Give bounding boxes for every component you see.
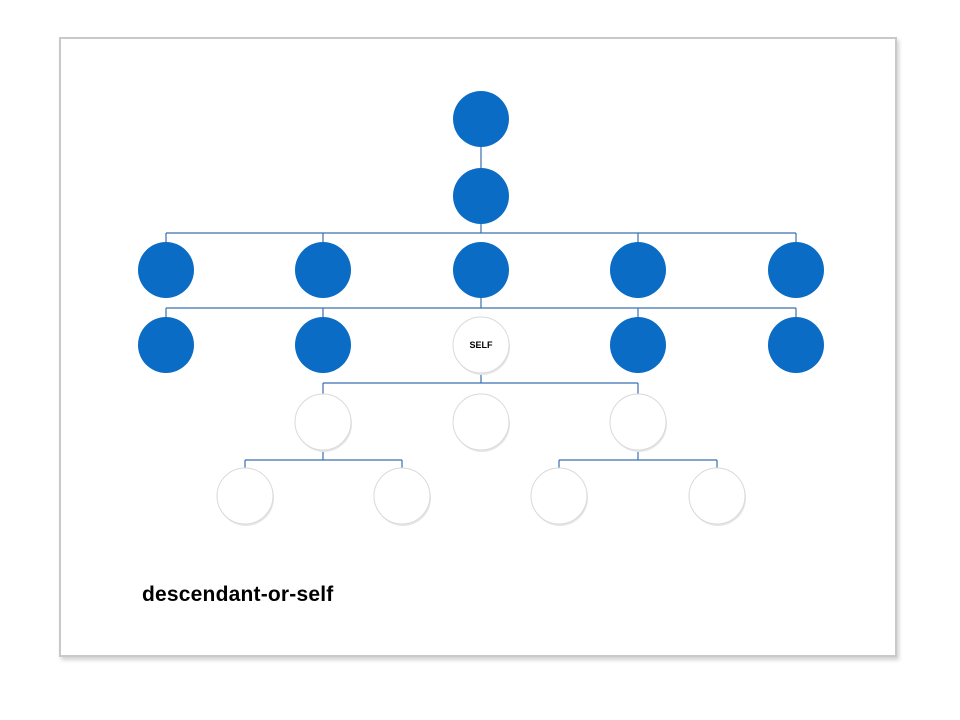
filled-node-circle bbox=[453, 91, 509, 147]
filled-node-circle bbox=[453, 168, 509, 224]
self-label: SELF bbox=[469, 340, 493, 350]
node-sib-3 bbox=[453, 242, 509, 298]
empty-node-circle bbox=[609, 393, 667, 451]
filled-node-circle bbox=[295, 317, 351, 373]
node-self: SELF bbox=[452, 316, 510, 375]
empty-node-circle bbox=[452, 393, 510, 451]
node-row3-5 bbox=[768, 317, 824, 373]
node-row3-1 bbox=[138, 317, 194, 373]
node-parent bbox=[453, 168, 509, 224]
node-grandchild-2 bbox=[373, 467, 431, 526]
filled-node-circle bbox=[610, 242, 666, 298]
empty-node-circle bbox=[688, 467, 746, 525]
node-sib-1 bbox=[138, 242, 194, 298]
filled-node-circle bbox=[768, 317, 824, 373]
node-child-2 bbox=[452, 393, 510, 452]
diagram-caption: descendant-or-self bbox=[142, 583, 334, 606]
node-child-3 bbox=[609, 393, 667, 452]
empty-node-circle bbox=[373, 467, 431, 525]
node-grandchild-3 bbox=[530, 467, 588, 526]
node-row3-2 bbox=[295, 317, 351, 373]
filled-node-circle bbox=[138, 242, 194, 298]
filled-node-circle bbox=[295, 242, 351, 298]
node-sib-2 bbox=[295, 242, 351, 298]
node-row3-4 bbox=[610, 317, 666, 373]
connector-lines bbox=[165, 147, 797, 468]
node-grandchild-4 bbox=[688, 467, 746, 526]
self-node-circle bbox=[452, 316, 510, 374]
empty-node-circle bbox=[294, 393, 352, 451]
node-sib-4 bbox=[610, 242, 666, 298]
empty-node-circle bbox=[530, 467, 588, 525]
filled-node-circle bbox=[768, 242, 824, 298]
filled-node-circle bbox=[138, 317, 194, 373]
filled-node-circle bbox=[453, 242, 509, 298]
node-grandchild-1 bbox=[216, 467, 274, 526]
node-child-1 bbox=[294, 393, 352, 452]
node-sib-5 bbox=[768, 242, 824, 298]
tree-nodes: SELF bbox=[138, 91, 824, 526]
node-root bbox=[453, 91, 509, 147]
filled-node-circle bbox=[610, 317, 666, 373]
empty-node-circle bbox=[216, 467, 274, 525]
